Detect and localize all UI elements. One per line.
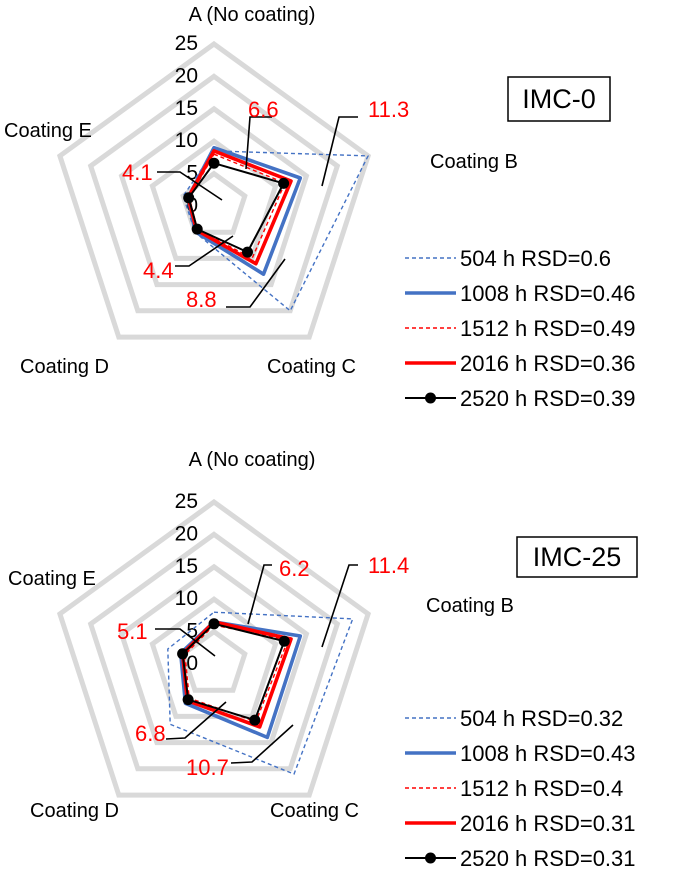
data-label: 10.7 — [186, 755, 229, 780]
tick-labels: 0 5 10 15 20 25 — [175, 32, 198, 217]
grid-ring — [87, 531, 341, 772]
data-label: 4.1 — [122, 160, 153, 185]
legend-label: 1008 h RSD=0.46 — [460, 281, 636, 306]
series-marker — [208, 618, 220, 630]
data-label: 6.6 — [248, 97, 279, 122]
data-label: 8.8 — [186, 287, 217, 312]
tick-label: 10 — [175, 129, 198, 152]
data-label: 11.3 — [368, 97, 409, 122]
tick-label: 10 — [175, 587, 198, 610]
data-label: 11.4 — [368, 553, 409, 578]
grid-ring — [56, 40, 372, 340]
chart-title: IMC-0 — [522, 84, 596, 114]
data-label: 5.1 — [117, 619, 148, 644]
radar-chart-1: 0 5 10 15 20 25 A (No coating) Coating B Coating… — [4, 4, 636, 411]
grid-ring — [87, 73, 341, 314]
series-marker — [278, 177, 290, 189]
legend-marker — [425, 392, 436, 404]
data-label: 6.8 — [135, 721, 166, 746]
chart-title: IMC-25 — [533, 542, 622, 572]
leader-line — [321, 564, 358, 648]
leader-line — [155, 628, 216, 657]
axis-label: Coating D — [20, 356, 109, 378]
annotations: 6.2 11.4 10.7 6.8 5.1 — [117, 553, 409, 780]
grid-ring — [118, 563, 310, 746]
series-line — [182, 150, 369, 312]
axis-label: Coating D — [30, 800, 119, 822]
series-line — [187, 162, 285, 254]
legend-label: 2520 h RSD=0.31 — [460, 846, 636, 870]
legend-label: 2016 h RSD=0.36 — [460, 351, 636, 376]
grid-rings — [56, 498, 372, 798]
chart-title-box — [507, 76, 611, 122]
leader-line — [245, 116, 272, 170]
annotations: 6.6 11.3 8.8 4.4 4.1 — [122, 97, 409, 312]
leader-line — [247, 564, 272, 625]
chart-title-box — [516, 536, 638, 578]
series — [167, 611, 354, 775]
data-label: 4.4 — [143, 258, 174, 283]
tick-label: 15 — [175, 555, 198, 578]
tick-label: 15 — [175, 97, 198, 120]
tick-label: 5 — [186, 162, 198, 185]
series-marker — [208, 157, 220, 169]
tick-label: 20 — [175, 522, 198, 545]
axis-labels: A (No coating) Coating B Coating C Coating … — [4, 4, 518, 378]
legend-label: 2520 h RSD=0.39 — [460, 386, 636, 411]
axis-label: Coating E — [4, 120, 92, 142]
leader-line — [175, 235, 234, 267]
tick-label: 0 — [186, 194, 198, 217]
grid-ring — [118, 105, 310, 288]
leader-line — [165, 701, 227, 740]
tick-labels: 0 5 10 15 20 25 — [175, 490, 198, 675]
tick-label: 5 — [186, 620, 198, 643]
legend: 504 h RSD=0.6 1008 h RSD=0.46 1512 h RSD=0… — [405, 246, 636, 411]
axis-label: A (No coating) — [189, 449, 316, 471]
series-marker — [182, 694, 194, 706]
tick-label: 0 — [186, 652, 198, 675]
series-line — [181, 622, 286, 722]
legend-label: 1008 h RSD=0.43 — [460, 741, 636, 766]
legend: 504 h RSD=0.32 1008 h RSD=0.43 1512 h RSD=… — [405, 706, 636, 871]
series-line — [167, 611, 354, 775]
series-marker — [249, 714, 261, 726]
series-marker — [183, 192, 195, 204]
legend-label: 1512 h RSD=0.49 — [460, 316, 636, 341]
legend-label: 1512 h RSD=0.4 — [460, 776, 623, 801]
grid-ring — [56, 498, 372, 798]
series-marker — [191, 223, 203, 235]
data-label: 6.2 — [279, 556, 310, 581]
legend-label: 504 h RSD=0.6 — [460, 246, 611, 271]
grid-ring — [180, 170, 248, 235]
series — [182, 145, 369, 312]
series-marker — [242, 246, 253, 258]
legend-marker — [425, 852, 436, 864]
axis-label: Coating C — [270, 800, 359, 822]
axis-label: Coating C — [267, 356, 356, 378]
leader-line — [157, 171, 223, 201]
leader-line — [321, 116, 358, 187]
legend-label: 2016 h RSD=0.31 — [460, 811, 636, 836]
axis-labels: A (No coating) Coating B Coating C Coating … — [8, 449, 514, 822]
axis-label: A (No coating) — [189, 4, 316, 26]
tick-label: 25 — [175, 32, 198, 55]
series-line — [186, 149, 293, 266]
leader-line — [226, 258, 286, 308]
legend-label: 504 h RSD=0.32 — [460, 706, 623, 731]
series-marker — [278, 635, 290, 647]
axis-label: Coating B — [426, 595, 514, 617]
tick-label: 25 — [175, 490, 198, 513]
axis-label: Coating E — [8, 568, 96, 590]
leader-line — [230, 724, 294, 764]
tick-label: 20 — [175, 64, 198, 87]
radar-chart-2: 0 5 10 15 20 25 A (No coating) Coating B Coating… — [8, 449, 638, 871]
axis-label: Coating B — [430, 151, 518, 173]
series-marker — [177, 648, 189, 660]
grid-ring — [149, 596, 279, 719]
